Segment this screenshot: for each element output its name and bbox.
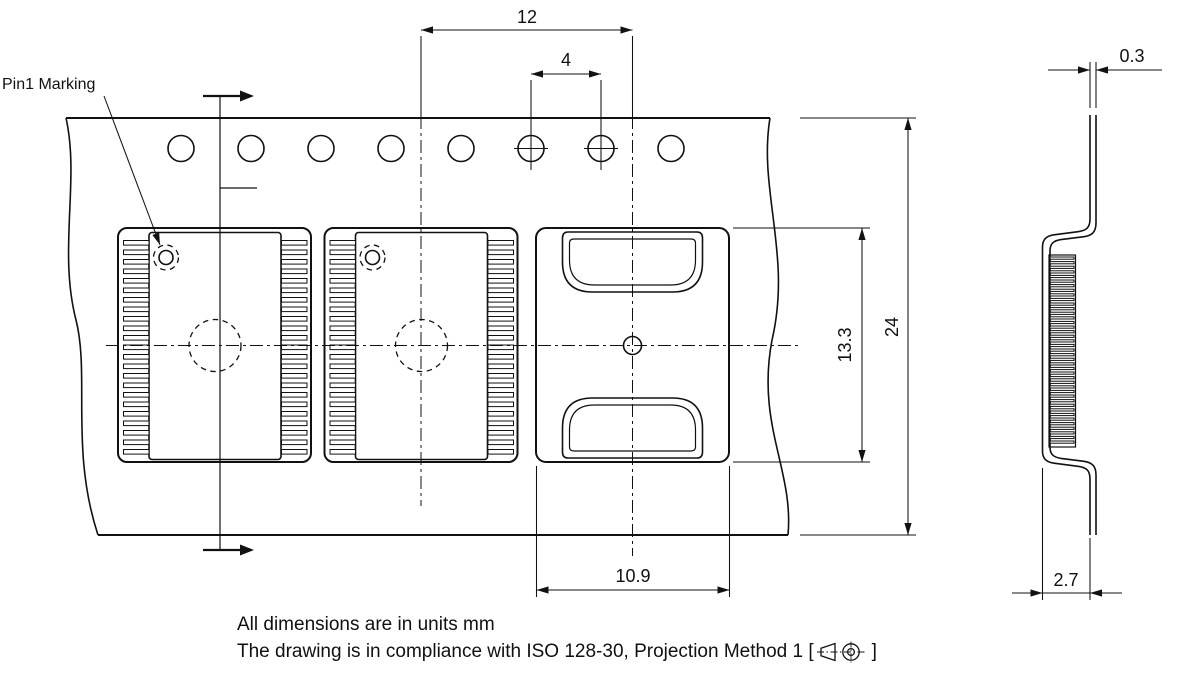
note-units-text: All dimensions are in units mm <box>237 614 495 635</box>
section-arrow-top <box>240 90 254 102</box>
dim-text-pocket-width: 10.9 <box>615 566 650 586</box>
section-arrow-bottom <box>240 544 254 556</box>
dim-text-pocket-pitch: 12 <box>517 7 537 27</box>
note-compliance: The drawing is in compliance with ISO 12… <box>237 638 877 665</box>
note-compliance-bracket: ] <box>871 641 877 662</box>
dim-tape-thickness: 0.3 <box>1048 46 1162 108</box>
sprocket-hole <box>377 134 405 163</box>
tape-section-outer-surface <box>1041 115 1091 535</box>
drawing-notes: All dimensions are in units mm The drawi… <box>237 611 877 665</box>
pin1-leader-line <box>103 95 161 246</box>
note-compliance-text: The drawing is in compliance with ISO 12… <box>237 641 814 662</box>
sprocket-hole <box>447 134 475 163</box>
dim-pocket-length: 13.3 <box>733 227 870 463</box>
sprocket-holes <box>167 134 685 163</box>
sprocket-hole <box>657 134 685 163</box>
dim-text-pocket-depth: 2.7 <box>1053 570 1078 590</box>
dim-pocket-pitch: 12 <box>420 7 634 116</box>
pocket-feature-bottom-inner <box>568 404 697 452</box>
note-units: All dimensions are in units mm <box>237 611 877 638</box>
dim-sprocket-pitch: 4 <box>530 50 602 170</box>
sprocket-hole <box>307 134 335 163</box>
first-angle-projection-icon <box>816 641 866 662</box>
dim-text-tape-thickness: 0.3 <box>1119 46 1144 66</box>
pin1-marking-label: Pin1 Marking <box>2 76 95 93</box>
tape-top-view: Pin1 Marking <box>2 76 798 556</box>
dim-text-pocket-length: 13.3 <box>835 327 855 362</box>
dim-text-tape-width: 24 <box>882 317 902 337</box>
chip-section-outline <box>1048 254 1077 448</box>
dim-pocket-depth: 2.7 <box>1012 468 1122 600</box>
tape-break-edge-right <box>766 117 790 536</box>
dim-tape-width: 24 <box>800 117 916 536</box>
dim-pocket-width: 10.9 <box>535 466 731 597</box>
chip-section-leads <box>1049 256 1075 444</box>
section-cut-line <box>203 90 257 556</box>
pin1-marking-callout: Pin1 Marking <box>2 76 161 246</box>
sprocket-hole <box>237 134 265 163</box>
pocket-feature-top-inner <box>568 238 697 286</box>
tape-section-side-view: 0.3 2.7 <box>1012 46 1162 600</box>
tape-break-edge-left <box>65 117 99 536</box>
sprocket-hole <box>167 134 195 163</box>
dim-text-sprocket-pitch: 4 <box>561 50 571 70</box>
